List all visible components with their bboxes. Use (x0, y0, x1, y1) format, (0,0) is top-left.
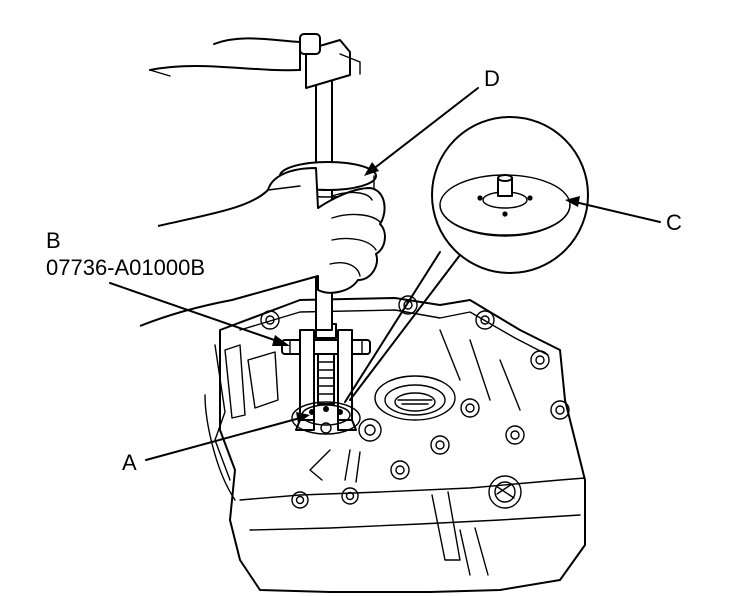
callout-a: A (122, 450, 137, 475)
mounting-boss-3 (475, 310, 495, 330)
drain-plug (488, 475, 522, 509)
callout-b-part-number: 07736-A01000B (46, 255, 205, 280)
leader-line-a (145, 412, 310, 461)
bearing-a (291, 401, 361, 435)
leader-line-b (109, 282, 290, 346)
detail-circle (431, 116, 589, 274)
leader-line-d (364, 87, 479, 176)
mounting-boss-5 (550, 400, 570, 420)
upper-hand (149, 37, 301, 77)
mounting-boss-1 (260, 310, 280, 330)
lower-hand (139, 167, 386, 327)
detail-inset (344, 116, 589, 403)
mounting-boss-6 (505, 425, 525, 445)
mounting-boss-8 (358, 418, 382, 442)
mounting-boss-7 (460, 398, 480, 418)
mounting-boss-4 (530, 350, 550, 370)
mounting-boss-12 (341, 487, 359, 505)
callout-b: B (46, 228, 61, 253)
bearing-bore (374, 375, 456, 421)
mounting-boss-11 (291, 491, 309, 509)
leader-line-c (565, 196, 661, 223)
mounting-boss-10 (390, 460, 410, 480)
mounting-boss-9 (430, 435, 450, 455)
callout-c: C (666, 210, 682, 235)
callout-d: D (484, 66, 500, 91)
